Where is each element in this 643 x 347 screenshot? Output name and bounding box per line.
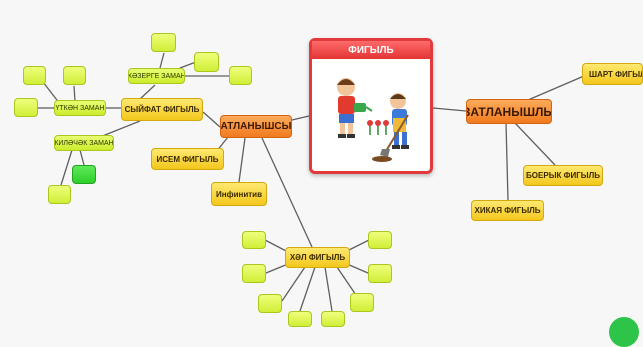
empty-leaf-node[interactable] <box>368 231 392 249</box>
edge-kilechek <box>99 120 141 138</box>
edge-hal-l2 <box>265 263 289 274</box>
empty-leaf-node[interactable] <box>63 66 86 85</box>
node-zatlanyshly[interactable]: ЗАТЛАНЫШЛЫ <box>466 99 552 124</box>
edge-hal-l4 <box>299 266 316 312</box>
edge-hazerge <box>139 84 156 100</box>
corner-green-badge <box>609 317 639 347</box>
empty-leaf-node[interactable] <box>368 264 392 283</box>
node-hikaya-figyl[interactable]: ХИКАЯ ФИГЫЛЬ <box>471 200 544 221</box>
empty-leaf-node[interactable] <box>48 185 71 204</box>
edge-infinitiv <box>238 137 246 183</box>
edge-k-leaf2 <box>79 149 85 166</box>
center-node[interactable]: ФИГЫЛЬ <box>309 38 433 174</box>
connector-lines <box>38 52 585 312</box>
node-hazerge-zaman[interactable]: ХӘЗЕРГЕ ЗАМАН <box>128 68 185 84</box>
empty-leaf-node[interactable] <box>23 66 46 85</box>
edge-h-leaf2 <box>179 61 197 69</box>
node-infinitiv[interactable]: Инфинитив <box>211 182 267 206</box>
node-utken-zaman[interactable]: ҮТКӘН ЗАМАН <box>54 100 106 116</box>
edge-boerik <box>514 122 556 166</box>
empty-leaf-node[interactable] <box>321 311 345 327</box>
edge-hal-l1 <box>264 239 289 253</box>
empty-leaf-node[interactable] <box>151 33 176 52</box>
empty-leaf-node[interactable] <box>288 311 312 327</box>
empty-leaf-node[interactable] <box>194 52 219 72</box>
edge-hal-l5 <box>324 266 333 312</box>
empty-leaf-node[interactable] <box>14 98 38 117</box>
empty-leaf-node[interactable] <box>229 66 252 85</box>
edge-hal <box>261 137 313 248</box>
edge-center-left <box>291 115 310 121</box>
node-shart-figyl[interactable]: ШАРТ ФИГЫЛЬ <box>582 63 643 85</box>
empty-leaf-node[interactable] <box>350 293 374 312</box>
edge-sifat <box>202 111 221 128</box>
node-isem-figyl[interactable]: ИСЕМ ФИГЫЛЬ <box>151 148 224 170</box>
empty-leaf-node[interactable] <box>242 231 266 249</box>
empty-leaf-node[interactable] <box>258 294 282 313</box>
edge-shart <box>527 75 585 101</box>
edge-u-leaf2 <box>73 85 76 102</box>
edge-hal-l8 <box>346 239 370 252</box>
children-gardening-illustration <box>337 78 409 162</box>
empty-leaf-node-green[interactable] <box>72 165 96 184</box>
edge-hal-l7 <box>346 263 369 274</box>
edge-center-right <box>432 107 467 112</box>
edge-h-leaf1 <box>159 52 165 69</box>
edge-hikaya <box>505 122 509 201</box>
edge-hal-l3 <box>281 266 306 302</box>
node-zatlanyshsyz[interactable]: ЗАТЛАНЫШСЫЗ <box>220 115 292 138</box>
center-title: ФИГЫЛЬ <box>312 41 430 59</box>
node-boeryk-figyl[interactable]: БОЕРЫК ФИГЫЛЬ <box>523 165 603 186</box>
node-kilechek-zaman[interactable]: КИЛӘЧӘК ЗАМАН <box>54 135 114 151</box>
edge-k-leaf1 <box>60 149 73 186</box>
empty-leaf-node[interactable] <box>242 264 266 283</box>
node-hal-figyl[interactable]: ХӘЛ ФИГЫЛЬ <box>285 247 350 268</box>
node-sifat-figyl[interactable]: СЫЙФАТ ФИГЫЛЬ <box>121 98 203 121</box>
